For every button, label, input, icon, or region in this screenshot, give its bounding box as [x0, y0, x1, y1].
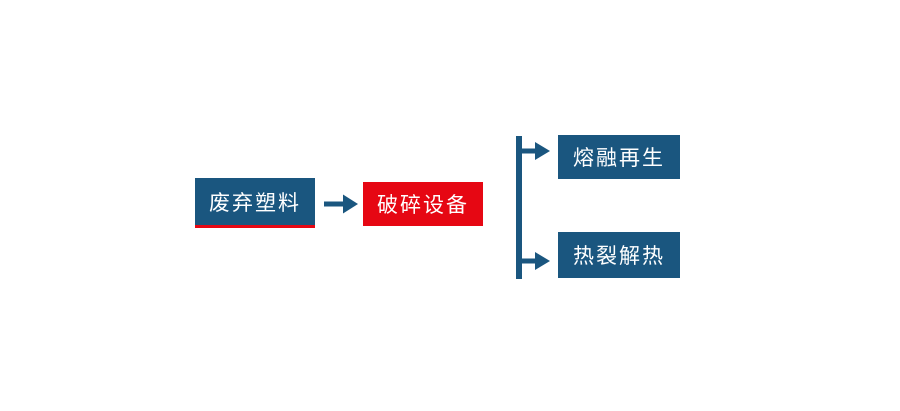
- node-melt-regeneration-label: 熔融再生: [573, 147, 665, 170]
- node-crushing-equipment: 破碎设备: [363, 182, 483, 226]
- node-waste-plastic-label: 废弃塑料: [209, 191, 301, 215]
- node-pyrolysis-heat-label: 热裂解热: [573, 245, 665, 268]
- branch-vertical-line: [516, 136, 522, 279]
- branch-bottom-arrow-right-icon: [517, 252, 550, 270]
- node-crushing-equipment-label: 破碎设备: [377, 194, 469, 217]
- node-pyrolysis-heat: 热裂解热: [558, 232, 680, 278]
- node-waste-plastic: 废弃塑料: [195, 178, 315, 228]
- branch-top-arrow-right-icon: [517, 142, 550, 160]
- arrow-right-icon: [324, 194, 358, 214]
- node-melt-regeneration: 熔融再生: [558, 135, 680, 179]
